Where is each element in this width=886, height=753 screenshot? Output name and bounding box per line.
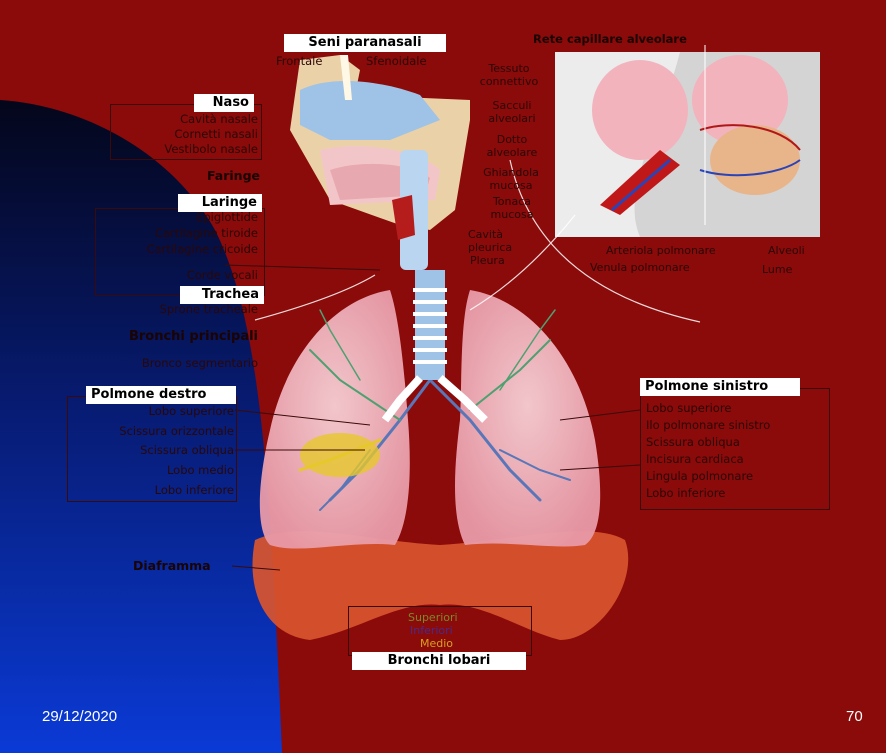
polmone-sinistro-item-2: Scissura obliqua: [646, 437, 740, 449]
faringe-label: Faringe: [207, 170, 260, 183]
polmone-destro-item-0: Lobo superiore: [149, 406, 234, 418]
alveoli-left-2: Dotto alveolare: [480, 133, 544, 159]
polmone-sinistro-item-4: Lingula polmonare: [646, 471, 753, 483]
alveoli-inset: [555, 52, 820, 237]
diaframma-label: Diaframma: [133, 560, 211, 573]
polmone-sinistro-item-5: Lobo inferiore: [646, 488, 725, 500]
naso-item-0: Cavità nasale: [180, 114, 258, 126]
yellow-bronchi-patch: [300, 433, 380, 477]
polmone-destro-item-2: Scissura obliqua: [140, 445, 234, 457]
laringe-item-1: Cartilagine tiroide: [155, 228, 258, 240]
polmone-destro-title: Polmone destro: [86, 386, 236, 404]
alveoli-left-1: Sacculi alveolari: [480, 99, 544, 125]
polmone-sinistro-item-0: Lobo superiore: [646, 403, 731, 415]
slide-date: 29/12/2020: [42, 708, 117, 725]
naso-item-2: Vestibolo nasale: [164, 144, 258, 156]
polmone-destro-item-4: Lobo inferiore: [155, 485, 234, 497]
polmone-sinistro-item-1: Ilo polmonare sinistro: [646, 420, 770, 432]
laringe-item-2: Cartilagine cricoide: [147, 244, 258, 256]
polmone-sinistro-title: Polmone sinistro: [640, 378, 800, 396]
alveoli-left-6: Pleura: [470, 255, 505, 266]
polmone-destro-item-1: Scissura orizzontale: [119, 426, 234, 438]
alveoli-bottom-1: Venula polmonare: [590, 262, 690, 273]
alveoli-right-0: Alveoli: [768, 245, 805, 256]
naso-item-1: Cornetti nasali: [174, 129, 258, 141]
seni-paranasali-title: Seni paranasali: [284, 34, 446, 52]
slide-page-number: 70: [846, 708, 863, 725]
alveoli-right-1: Lume: [762, 264, 792, 275]
alveoli-left-5: Cavità pleurica: [468, 228, 512, 254]
trachea-item-0: Sprone tracheale: [160, 304, 258, 316]
seni-sfenoidale-label: Sfenoidale: [366, 56, 427, 68]
polmone-destro-item-3: Lobo medio: [167, 465, 234, 477]
bronchi-lobari-inferiori: Inferiori: [410, 625, 453, 636]
laringe-item-3: Corde vocali: [187, 270, 258, 282]
bronchi-lobari-medio: Medio: [420, 638, 453, 649]
bronchi-principali-label: Bronchi principali: [129, 330, 258, 343]
alveoli-bottom-0: Arteriola polmonare: [606, 245, 716, 256]
alveoli-left-0: Tessuto connettivo: [474, 62, 544, 88]
polmone-sinistro-item-3: Incisura cardiaca: [646, 454, 744, 466]
seni-frontale-label: Frontale: [276, 56, 322, 68]
bronco-segmentario-label: Bronco segmentario: [142, 358, 258, 370]
bronchi-lobari-title: Bronchi lobari: [352, 652, 526, 670]
bronchi-lobari-superiori: Superiori: [408, 612, 458, 623]
alveoli-left-4: Tonaca mucosa: [480, 195, 544, 221]
alveoli-left-3: Ghiandola mucosa: [476, 166, 546, 192]
laringe-item-0: Epiglottide: [196, 212, 258, 224]
naso-title: Naso: [194, 94, 254, 112]
rete-capillare-title: Rete capillare alveolare: [533, 34, 687, 46]
